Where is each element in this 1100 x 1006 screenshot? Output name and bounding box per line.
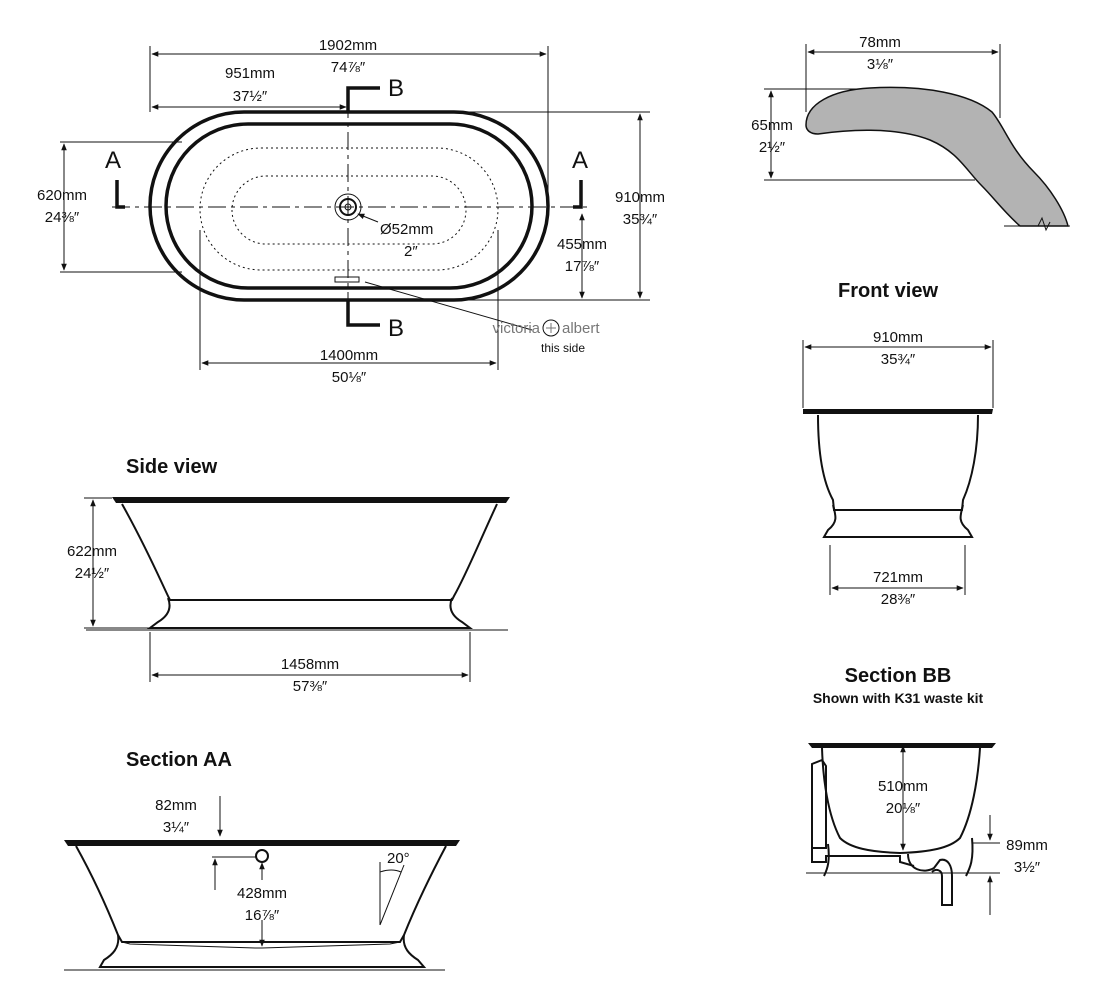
label-cut-a-right: A: [572, 147, 588, 174]
brand-right: albert: [562, 320, 600, 337]
waste-outlet-icon: [334, 193, 362, 221]
label-overall-length: 1902mm: [319, 37, 377, 54]
label-front-top-width-in: 35¾″: [881, 351, 916, 368]
label-overflow: 428mm: [237, 885, 287, 902]
brand-note: this side: [541, 341, 585, 355]
label-side-base-length: 1458mm: [281, 656, 339, 673]
label-cut-b-top: B: [388, 75, 404, 102]
waste-pipe: [811, 848, 915, 867]
label-half-width: 455mm: [557, 236, 607, 253]
label-base-length: 1400mm: [320, 347, 378, 364]
label-lip-height-in: 2½″: [759, 139, 786, 156]
section-bb-subtitle: Shown with K31 waste kit: [813, 690, 984, 706]
section-aa-title: Section AA: [126, 749, 232, 771]
label-front-base-width: 721mm: [873, 569, 923, 586]
side-view: Side view 622mm 24½″ 1458mm 57⅜″: [67, 456, 510, 695]
label-bb-clearance-in: 3½″: [1014, 859, 1041, 876]
bath-bowl-outline: [199, 147, 499, 271]
label-waste-dia-in: 2″: [404, 243, 418, 260]
label-front-base-width-in: 28⅜″: [881, 591, 916, 608]
bath-inner-rim: [164, 122, 534, 290]
label-overall-length-in: 74⅞″: [331, 59, 366, 76]
section-a-marker-left: [115, 180, 125, 209]
label-overall-width-in: 35¾″: [623, 211, 658, 228]
section-aa-pedestal: [98, 934, 427, 968]
label-side-base-length-in: 57⅜″: [293, 678, 328, 695]
brand-plus-icon: [542, 319, 560, 337]
label-inner-width: 620mm: [37, 187, 87, 204]
lip-profile: [805, 86, 1069, 227]
label-lip-width-in: 3⅛″: [867, 56, 894, 73]
overflow-icon: [255, 849, 269, 863]
label-inner-width-in: 24⅜″: [45, 209, 80, 226]
lip-detail: 78mm 3⅛″ 65mm 2½″: [751, 34, 1070, 232]
label-front-top-width: 910mm: [873, 329, 923, 346]
label-cut-b-bottom: B: [388, 315, 404, 342]
section-bb-rim: [808, 743, 996, 748]
label-bb-clearance: 89mm: [1006, 837, 1048, 854]
front-view: Front view 910mm 35¾″ 721mm 28⅜″: [802, 280, 994, 608]
label-lip-height: 65mm: [751, 117, 793, 134]
label-base-length-in: 50⅛″: [332, 369, 367, 386]
trap-pipe: [907, 853, 953, 906]
section-aa-rim: [64, 840, 460, 846]
bath-floor-outline: [231, 175, 467, 245]
section-b-marker-bottom: [346, 300, 380, 327]
side-view-title: Side view: [126, 456, 218, 478]
section-aa: Section AA 82mm 3¼″ 428mm 16⅞″ 20°: [64, 749, 460, 971]
side-rim: [112, 497, 510, 503]
section-b-marker-top: [346, 86, 380, 112]
label-waste-dia: Ø52mm: [380, 221, 433, 238]
front-rim: [803, 409, 993, 414]
label-overflow-in: 16⅞″: [245, 907, 280, 924]
label-half-width-in: 17⅞″: [565, 258, 600, 275]
section-bb: Section BB Shown with K31 waste kit 510m…: [806, 665, 1048, 915]
side-bowl: [121, 503, 498, 601]
label-rim-in: 3¼″: [163, 819, 190, 836]
label-lip-width: 78mm: [859, 34, 901, 51]
plan-view: 1902mm 74⅞″ 951mm 37½″ 620mm 24⅜″ 910mm …: [37, 37, 665, 386]
bath-outer-rim: [148, 110, 550, 302]
label-bb-depth-in: 20⅛″: [886, 800, 921, 817]
label-rim: 82mm: [155, 797, 197, 814]
section-bb-title: Section BB: [845, 665, 952, 687]
front-view-title: Front view: [838, 280, 938, 302]
overflow-pipe: [811, 758, 827, 849]
brand-left: victoria: [492, 320, 540, 337]
section-a-marker-right: [573, 180, 583, 209]
side-pedestal: [147, 597, 473, 629]
label-angle: 20°: [387, 850, 410, 867]
label-side-height: 622mm: [67, 543, 117, 560]
label-side-height-in: 24½″: [75, 565, 110, 582]
section-bb-bowl: [821, 747, 981, 855]
label-half-length: 951mm: [225, 65, 275, 82]
label-bb-depth: 510mm: [878, 778, 928, 795]
label-cut-a-left: A: [105, 147, 121, 174]
label-overall-width: 910mm: [615, 189, 665, 206]
front-bowl: [817, 414, 979, 511]
label-half-length-in: 37½″: [233, 88, 268, 105]
